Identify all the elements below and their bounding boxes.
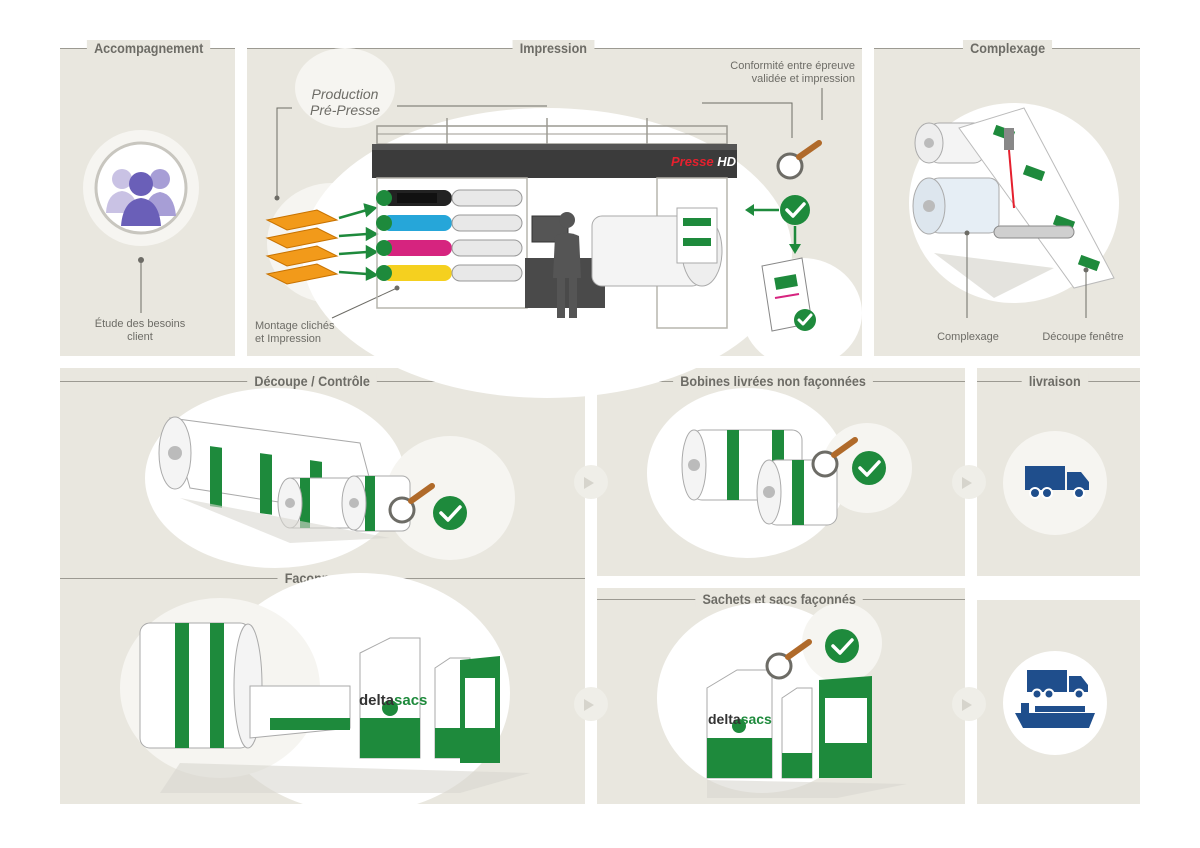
check-icon xyxy=(780,195,810,225)
magnifier-icon xyxy=(765,639,812,680)
complexage-illustration xyxy=(909,103,1119,318)
section-title-bobines: Bobines livrées non façonnées xyxy=(673,373,874,389)
label-decoupe-fenetre: Découpe fenêtre xyxy=(1042,331,1124,343)
section-title-sachets: Sachets et sacs façonnés xyxy=(695,591,864,607)
magnifier-icon xyxy=(811,437,858,478)
sachets-illustration xyxy=(657,603,907,798)
section-title-livraison: livraison xyxy=(1021,373,1088,389)
section-title-impression: Impression xyxy=(512,40,595,56)
label-montage: Montage clichés et Impression xyxy=(255,320,335,345)
arrow-right-icon xyxy=(574,465,608,499)
delta-logo-faconnage: deltasacs xyxy=(359,692,428,709)
decoupe-illustration xyxy=(145,388,515,568)
bobines-illustration xyxy=(647,388,912,558)
section-title-decoupe: Découpe / Contrôle xyxy=(247,373,378,389)
delta-logo-sachets: deltasacs xyxy=(708,711,772,727)
magnifier-icon xyxy=(388,483,435,524)
ship-icon xyxy=(1015,703,1095,728)
section-title-accompagnement: Accompagnement xyxy=(86,40,211,56)
cliches-plates xyxy=(265,209,339,285)
recycle-icon xyxy=(382,700,398,716)
arrow-right-icon xyxy=(574,687,608,721)
magnifier-icon xyxy=(776,140,822,180)
truck-icon xyxy=(1025,466,1089,499)
print-cylinders xyxy=(376,189,523,282)
operator-figure xyxy=(553,212,581,318)
pouch-group xyxy=(434,656,500,763)
truck-icon xyxy=(1027,670,1088,700)
arrow-right-icon xyxy=(952,465,986,499)
section-title-complexage: Complexage xyxy=(962,40,1053,56)
people-illustration xyxy=(83,130,199,313)
arrow-right-icon xyxy=(952,687,986,721)
proof-sheet xyxy=(761,257,816,332)
people-icon xyxy=(106,169,176,226)
impression-illustration xyxy=(265,48,862,398)
check-icon xyxy=(825,629,859,663)
label-production: Production Pré-Presse xyxy=(309,86,381,118)
check-icon xyxy=(433,496,467,530)
machine-brand: Presse HD xyxy=(671,154,737,169)
livraison-illustration xyxy=(1003,431,1107,755)
pouch-large xyxy=(706,669,773,779)
label-conformite: Conformité entre épreuve validée et impr… xyxy=(730,60,855,85)
label-complexage: Complexage xyxy=(937,331,999,343)
recycle-icon xyxy=(732,719,746,733)
check-icon xyxy=(852,451,886,485)
pouch-group xyxy=(781,676,872,779)
label-etude: Étude des besoins client xyxy=(94,318,186,343)
pouch-large xyxy=(359,637,421,759)
faconnage-illustration xyxy=(120,573,530,813)
